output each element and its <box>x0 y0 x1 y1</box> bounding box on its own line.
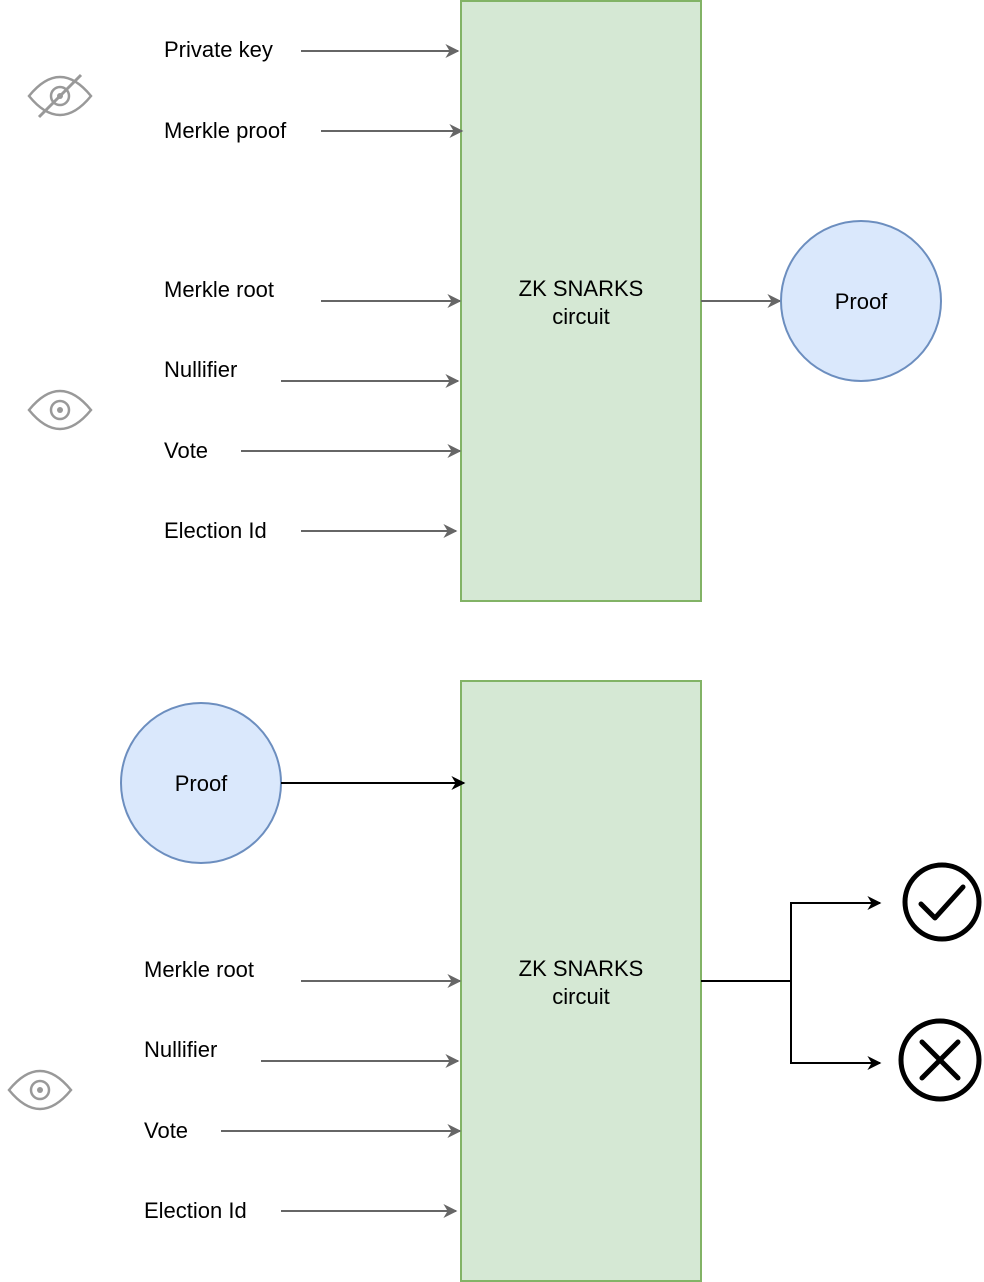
top-circuit-label-line1: ZK SNARKS <box>519 276 644 301</box>
input-label-vote: Vote <box>164 438 208 463</box>
bottom-proof-label: Proof <box>175 771 228 796</box>
bottom-diagram: ZK SNARKS circuit Proof Merkle root Null… <box>7 680 982 1282</box>
top-circuit-label-line2: circuit <box>552 304 609 329</box>
input-label-nullifier: Nullifier <box>164 357 237 382</box>
input-label-merkle-root: Merkle root <box>164 277 274 302</box>
bottom-circuit-label-line2: circuit <box>552 984 609 1009</box>
input-label-election-id: Election Id <box>164 518 267 543</box>
eye-icon <box>7 1069 73 1111</box>
top-proof-node <box>780 220 942 382</box>
bottom-input-label-election-id: Election Id <box>144 1198 247 1223</box>
bottom-input-label-nullifier: Nullifier <box>144 1037 217 1062</box>
bottom-input-label-merkle-root: Merkle root <box>144 957 254 982</box>
bottom-circuit-label-line1: ZK SNARKS <box>519 956 644 981</box>
top-proof-label: Proof <box>835 289 888 314</box>
x-circle-icon <box>898 1018 982 1102</box>
input-label-private-key: Private key <box>164 37 273 62</box>
top-diagram: ZK SNARKS circuit Private key Merkle pro… <box>27 0 942 602</box>
bottom-input-label-vote: Vote <box>144 1118 188 1143</box>
bottom-circuit-box <box>460 680 702 1282</box>
eye-icon <box>27 389 93 431</box>
input-label-merkle-proof: Merkle proof <box>164 118 287 143</box>
check-circle-icon <box>902 862 982 942</box>
eye-slash-icon <box>27 73 93 119</box>
connector-circuit-to-invalid <box>790 981 882 1070</box>
connector-circuit-to-valid <box>701 896 882 982</box>
top-circuit-box <box>460 0 702 602</box>
